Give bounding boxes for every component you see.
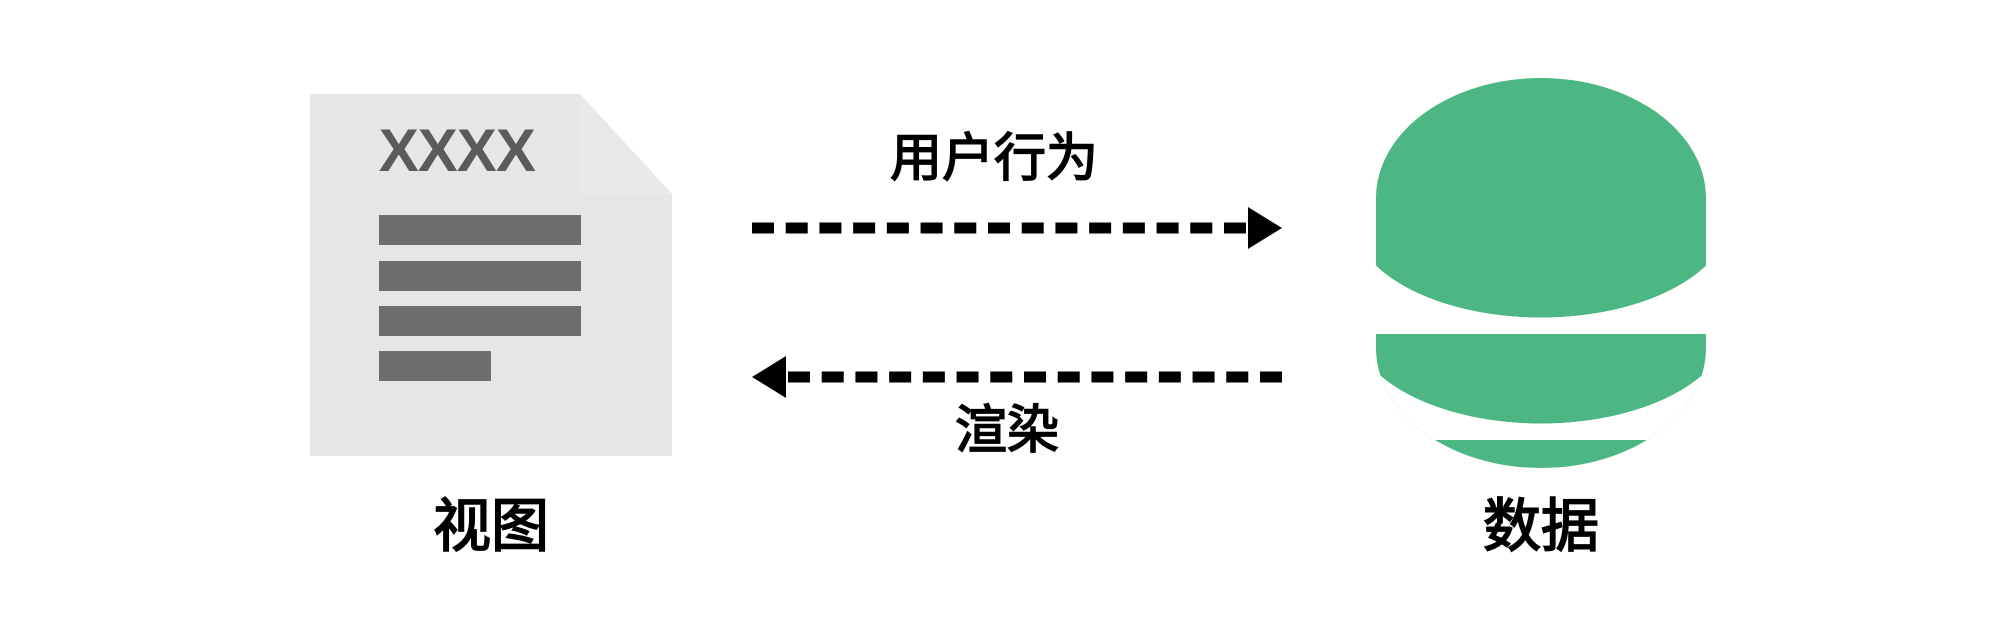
view-node-caption: 视图 (432, 494, 549, 559)
document-title-text: XXXX (378, 117, 536, 185)
document-text-line (378, 351, 491, 382)
dashed-line (752, 222, 1246, 234)
document-icon: XXXX (310, 94, 672, 456)
database-bands-group (1376, 78, 1706, 468)
document-text-line (378, 215, 582, 246)
flow-label-user-action: 用户行为 (890, 130, 1099, 188)
flow-arrow-user-action (752, 206, 1282, 250)
database-icon (1376, 78, 1706, 468)
arrowhead-left-icon (752, 356, 786, 398)
document-text-line (378, 260, 582, 291)
flow-label-render: 渲染 (955, 402, 1060, 460)
data-node-caption: 数据 (1482, 494, 1599, 559)
arrowhead-right-icon (1248, 207, 1282, 249)
dashed-line (788, 371, 1282, 383)
flow-arrow-render (752, 355, 1282, 399)
document-folded-corner-icon (580, 94, 672, 194)
database-band (1376, 216, 1706, 334)
database-band (1376, 322, 1706, 440)
document-text-line (378, 305, 582, 336)
